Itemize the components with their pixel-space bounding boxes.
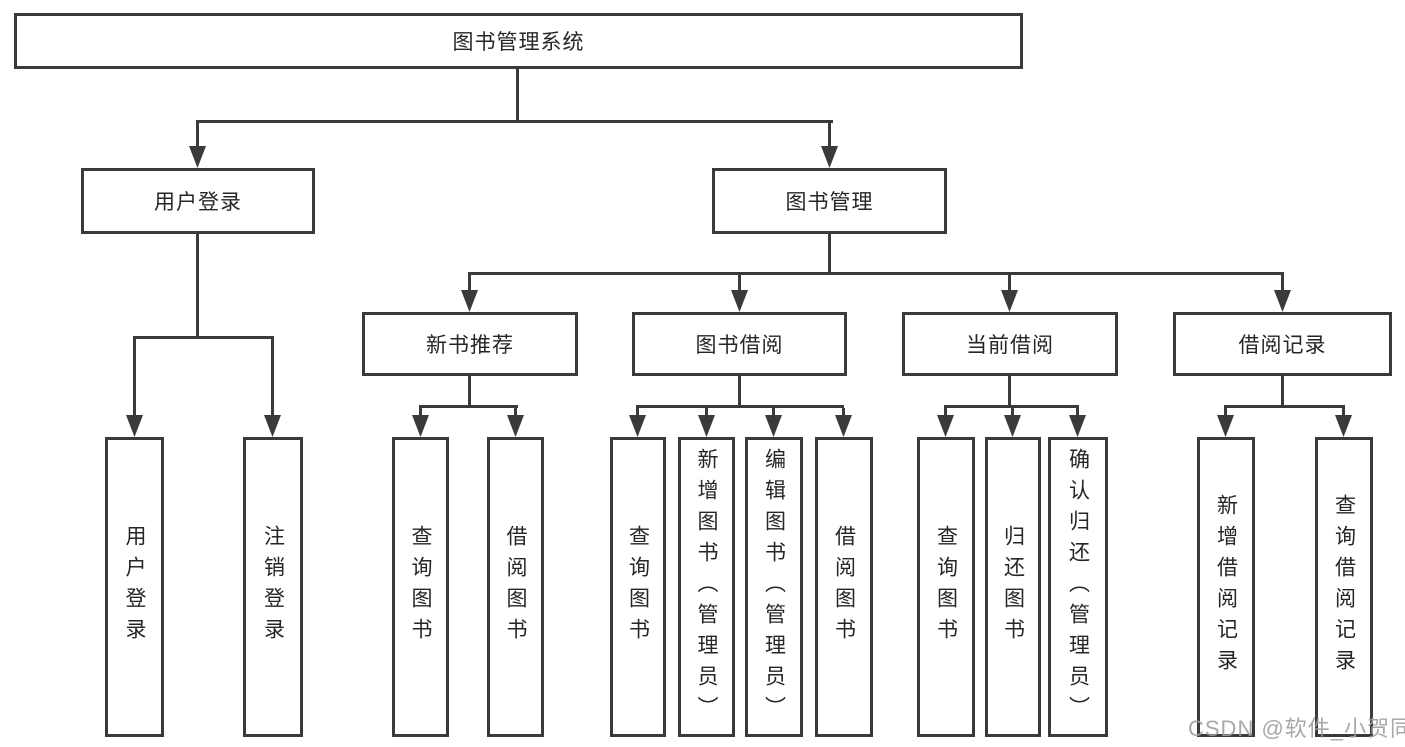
leaf-query-books-current: 查询图书 bbox=[917, 437, 975, 737]
leaf-logout: 注销登录 bbox=[243, 437, 303, 737]
arrow-down-icon bbox=[731, 290, 748, 312]
connector-book-borrowing-stem bbox=[738, 376, 741, 405]
leaf-label: 查询图书 bbox=[409, 525, 432, 649]
leaf-label: 归还图书 bbox=[1001, 525, 1025, 649]
connector-new-book-stem bbox=[468, 376, 471, 405]
arrow-down-icon bbox=[937, 415, 954, 437]
leaf-label: 查询借阅记录 bbox=[1332, 494, 1356, 680]
connector-root-stem bbox=[516, 69, 519, 123]
connector-new-book-bar bbox=[419, 405, 518, 408]
csdn-watermark: CSDN @软件_小贺同学 bbox=[1188, 716, 1405, 741]
connector-book-borrowing-drop bbox=[636, 408, 639, 416]
leaf-edit-books-admin: 编辑图书（管理员） bbox=[745, 437, 803, 737]
arrow-down-icon bbox=[264, 415, 281, 437]
node-book-management: 图书管理 bbox=[712, 168, 947, 234]
leaf-query-borrow-record: 查询借阅记录 bbox=[1315, 437, 1373, 737]
leaf-label: 借阅图书 bbox=[832, 525, 856, 649]
arrow-down-icon bbox=[1001, 290, 1018, 312]
arrow-down-icon bbox=[1335, 415, 1352, 437]
connector-borrowing-records-bar bbox=[1224, 405, 1345, 408]
node-borrowing-records: 借阅记录 bbox=[1173, 312, 1392, 376]
arrow-down-icon bbox=[126, 415, 143, 437]
connector-book-borrowing-bar bbox=[636, 405, 844, 408]
arrow-down-icon bbox=[698, 415, 715, 437]
leaf-return-books: 归还图书 bbox=[985, 437, 1041, 737]
connector-user-login-drop bbox=[271, 339, 274, 415]
leaf-label: 新增借阅记录 bbox=[1214, 494, 1238, 680]
connector-current-borrowing-drop bbox=[1011, 408, 1014, 416]
connector-book-borrowing-drop bbox=[842, 408, 845, 416]
leaf-query-books-borrowing: 查询图书 bbox=[610, 437, 666, 737]
leaf-query-books-recommend: 查询图书 bbox=[392, 437, 449, 737]
leaf-label: 查询图书 bbox=[934, 525, 958, 649]
leaf-label: 查询图书 bbox=[626, 525, 650, 649]
arrow-down-icon bbox=[1004, 415, 1021, 437]
leaf-add-borrow-record: 新增借阅记录 bbox=[1197, 437, 1255, 737]
node-label: 借阅记录 bbox=[1238, 334, 1327, 357]
connector-borrowing-records-stem bbox=[1281, 376, 1284, 405]
node-label: 图书管理 bbox=[785, 191, 874, 214]
node-library-management-system: 图书管理系统 bbox=[14, 13, 1023, 69]
leaf-borrow-books-recommend: 借阅图书 bbox=[487, 437, 544, 737]
connector-book-management-bar bbox=[468, 272, 1284, 275]
connector-book-management-stem bbox=[828, 234, 831, 272]
connector-borrowing-records-drop bbox=[1224, 408, 1227, 416]
arrow-down-icon bbox=[1274, 290, 1291, 312]
node-label: 图书管理系统 bbox=[452, 31, 585, 54]
arrow-down-icon bbox=[629, 415, 646, 437]
node-current-borrowing: 当前借阅 bbox=[902, 312, 1118, 376]
arrow-down-icon bbox=[835, 415, 852, 437]
arrow-down-icon bbox=[507, 415, 524, 437]
connector-book-management-drop bbox=[468, 275, 471, 291]
connector-book-borrowing-drop bbox=[705, 408, 708, 416]
connector-current-borrowing-drop bbox=[1076, 408, 1079, 416]
connector-book-management-drop bbox=[738, 275, 741, 291]
connector-root-bar bbox=[196, 120, 833, 123]
node-new-book-recommend: 新书推荐 bbox=[362, 312, 578, 376]
arrow-down-icon bbox=[461, 290, 478, 312]
connector-root-drop bbox=[196, 123, 199, 147]
connector-book-management-drop bbox=[1008, 275, 1011, 291]
connector-user-login-drop bbox=[133, 339, 136, 415]
connector-new-book-drop bbox=[514, 408, 517, 416]
leaf-add-books-admin: 新增图书（管理员） bbox=[678, 437, 735, 737]
leaf-label: 新增图书（管理员） bbox=[695, 447, 718, 727]
node-user-login: 用户登录 bbox=[81, 168, 315, 234]
connector-root-drop bbox=[828, 123, 831, 147]
leaf-label: 用户登录 bbox=[123, 525, 146, 649]
connector-borrowing-records-drop bbox=[1342, 408, 1345, 416]
leaf-label: 借阅图书 bbox=[504, 525, 527, 649]
arrow-down-icon bbox=[821, 146, 838, 168]
connector-user-login-stem bbox=[196, 234, 199, 336]
arrow-down-icon bbox=[765, 415, 782, 437]
arrow-down-icon bbox=[1217, 415, 1234, 437]
arrow-down-icon bbox=[189, 146, 206, 168]
arrow-down-icon bbox=[412, 415, 429, 437]
node-label: 当前借阅 bbox=[966, 334, 1054, 357]
connector-book-management-drop bbox=[1281, 275, 1284, 291]
connector-current-borrowing-stem bbox=[1008, 376, 1011, 405]
node-book-borrowing: 图书借阅 bbox=[632, 312, 847, 376]
leaf-user-login: 用户登录 bbox=[105, 437, 164, 737]
connector-user-login-bar bbox=[133, 336, 274, 339]
leaf-label: 注销登录 bbox=[261, 525, 285, 649]
node-label: 新书推荐 bbox=[426, 334, 514, 357]
leaf-borrow-books-borrowing: 借阅图书 bbox=[815, 437, 873, 737]
node-label: 用户登录 bbox=[154, 191, 242, 214]
leaf-label: 确认归还（管理员） bbox=[1066, 447, 1090, 727]
connector-current-borrowing-drop bbox=[944, 408, 947, 416]
connector-current-borrowing-bar bbox=[944, 405, 1079, 408]
connector-book-borrowing-drop bbox=[772, 408, 775, 416]
arrow-down-icon bbox=[1069, 415, 1086, 437]
leaf-confirm-return-admin: 确认归还（管理员） bbox=[1048, 437, 1108, 737]
connector-new-book-drop bbox=[419, 408, 422, 416]
node-label: 图书借阅 bbox=[695, 334, 784, 357]
leaf-label: 编辑图书（管理员） bbox=[762, 447, 786, 727]
